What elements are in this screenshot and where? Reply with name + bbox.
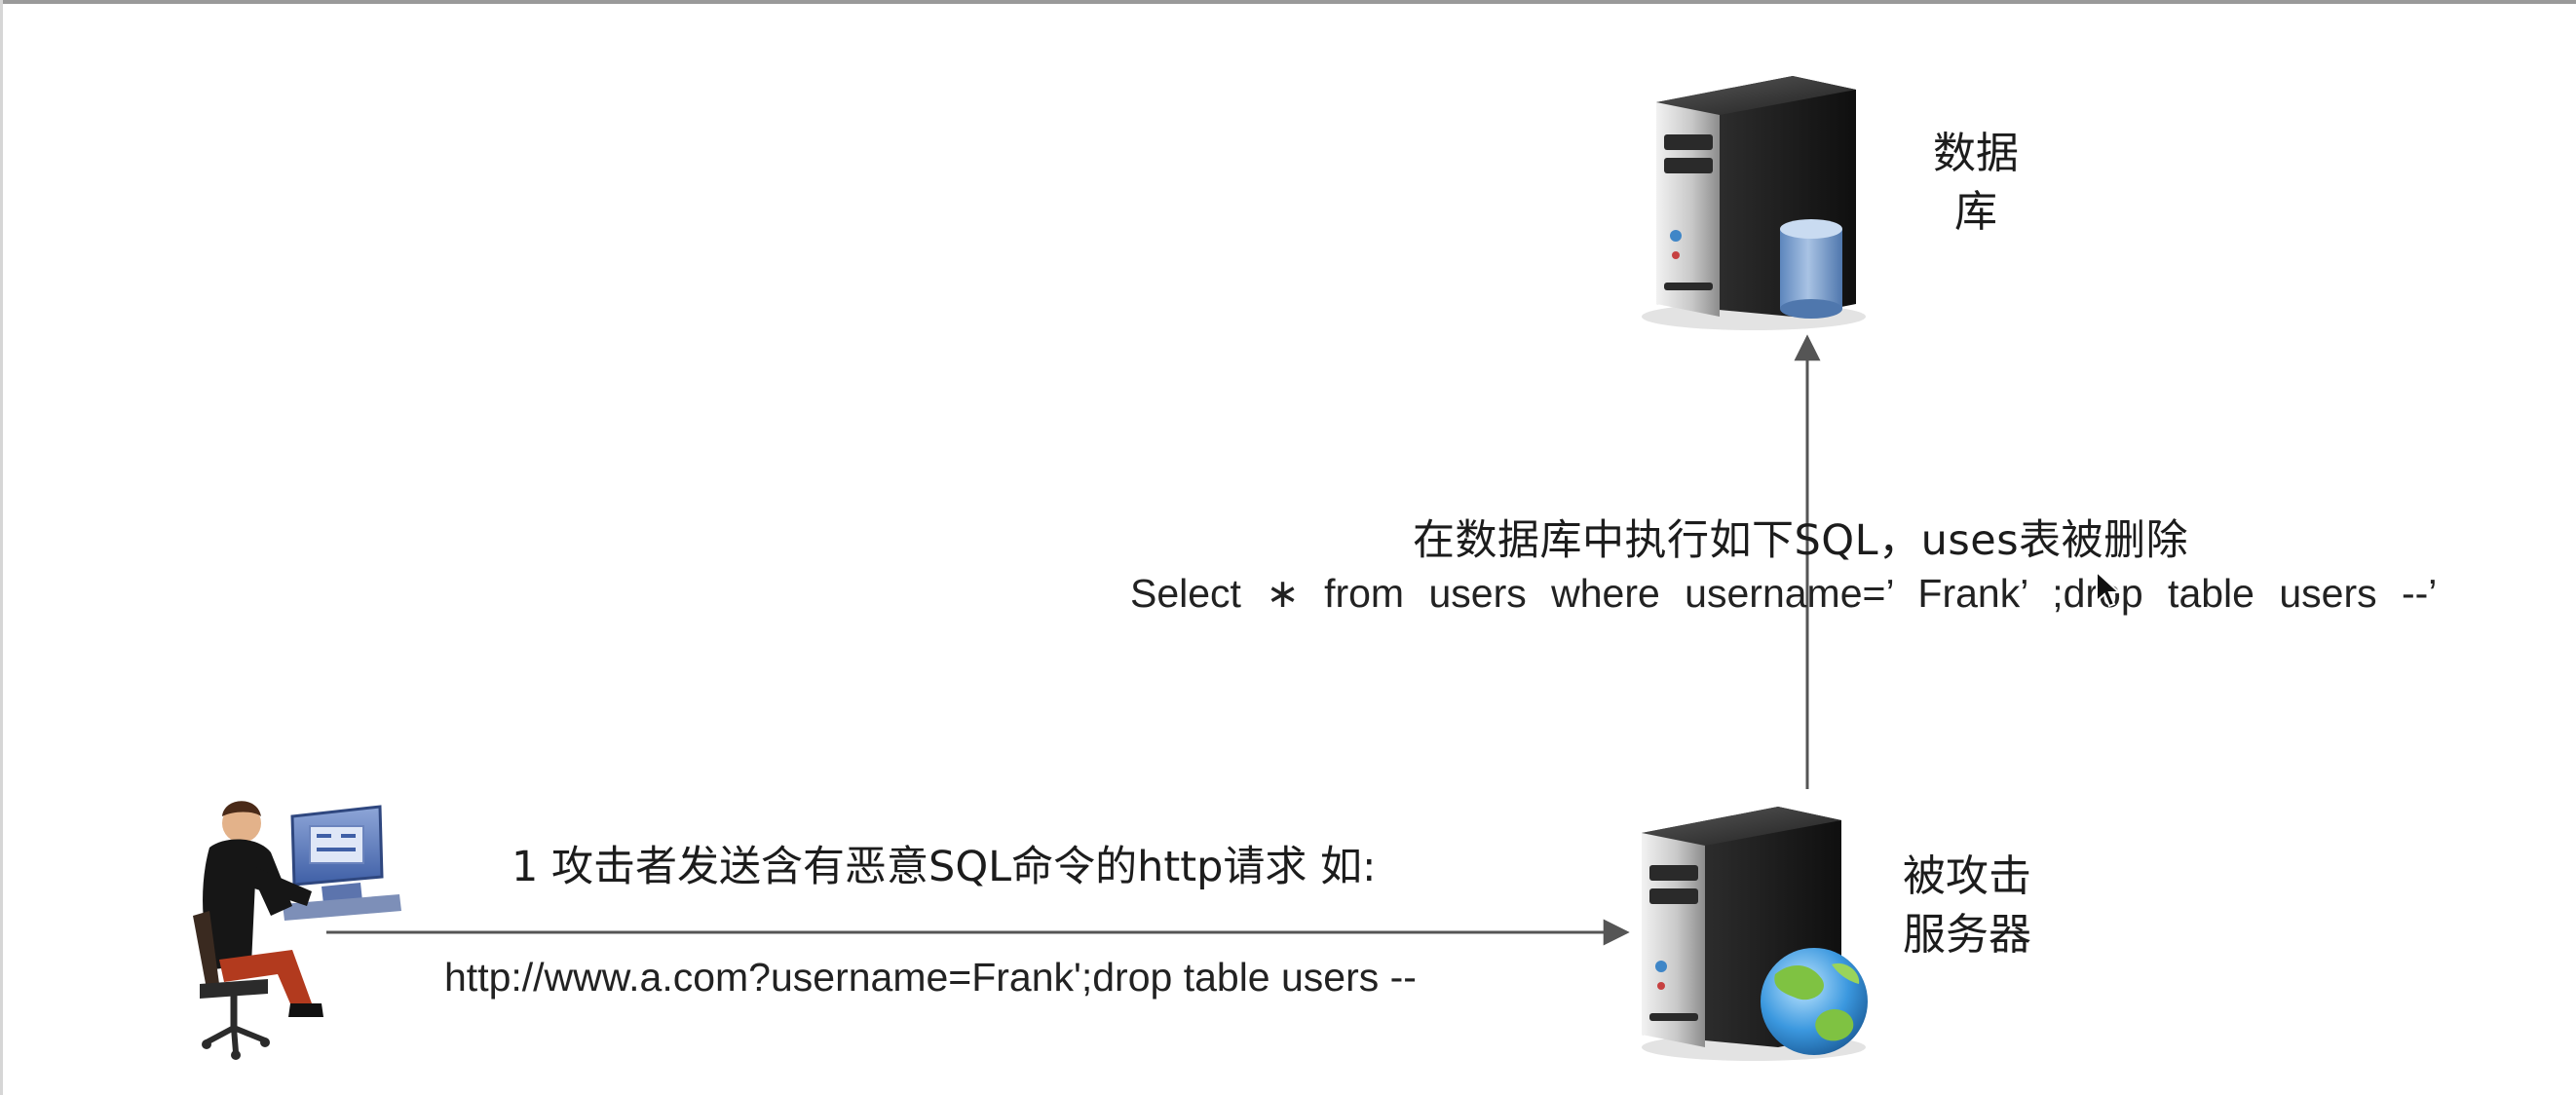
sql-statement: Select ∗ from users where username=’ Fra… (1130, 571, 2438, 616)
attacker-at-computer-icon (193, 801, 401, 1060)
malicious-url: http://www.a.com?username=Frank';drop ta… (444, 955, 1417, 1000)
database-label: 数据 库 (1927, 125, 2025, 242)
sql-execution-caption: 在数据库中执行如下SQL，uses表被删除 (1413, 516, 2189, 565)
top-border (0, 0, 2576, 4)
database-server-icon (1642, 76, 1866, 330)
mouse-cursor-icon (2096, 570, 2122, 608)
left-edge (0, 0, 3, 1095)
globe-icon (1761, 948, 1868, 1055)
database-label-line1: 数据 (1933, 129, 2019, 178)
server-label-line2: 服务器 (1903, 910, 2031, 960)
server-label: 被攻击 服务器 (1894, 848, 2040, 964)
database-cylinder-icon (1780, 219, 1842, 319)
attack-request-caption: 1 攻击者发送含有恶意SQL命令的http请求 如: (511, 843, 1377, 891)
database-label-line2: 库 (1954, 187, 1997, 237)
server-label-line1: 被攻击 (1903, 851, 2031, 901)
attacked-server-icon (1642, 807, 1868, 1061)
